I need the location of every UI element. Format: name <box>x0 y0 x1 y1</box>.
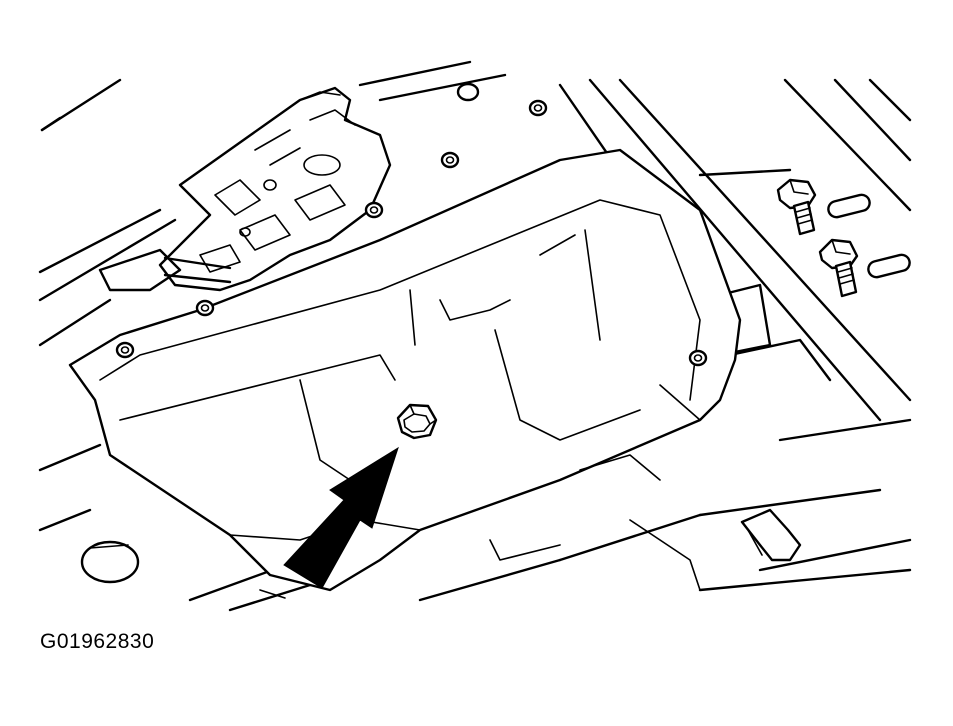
frame-slot-holes <box>827 193 911 279</box>
vehicle-frame-lines <box>38 60 912 612</box>
valve-body <box>98 86 392 292</box>
drain-plug <box>396 403 438 440</box>
lower-details <box>80 508 802 599</box>
figure-id-label: G01962830 <box>40 630 155 653</box>
pan-flange-bolts <box>115 82 708 367</box>
removed-bolt-lower <box>818 238 859 298</box>
transmission-oil-pan <box>68 148 742 592</box>
removed-bolt-upper <box>776 178 817 236</box>
arrow-pointing-to-drain-plug-icon <box>283 446 399 589</box>
